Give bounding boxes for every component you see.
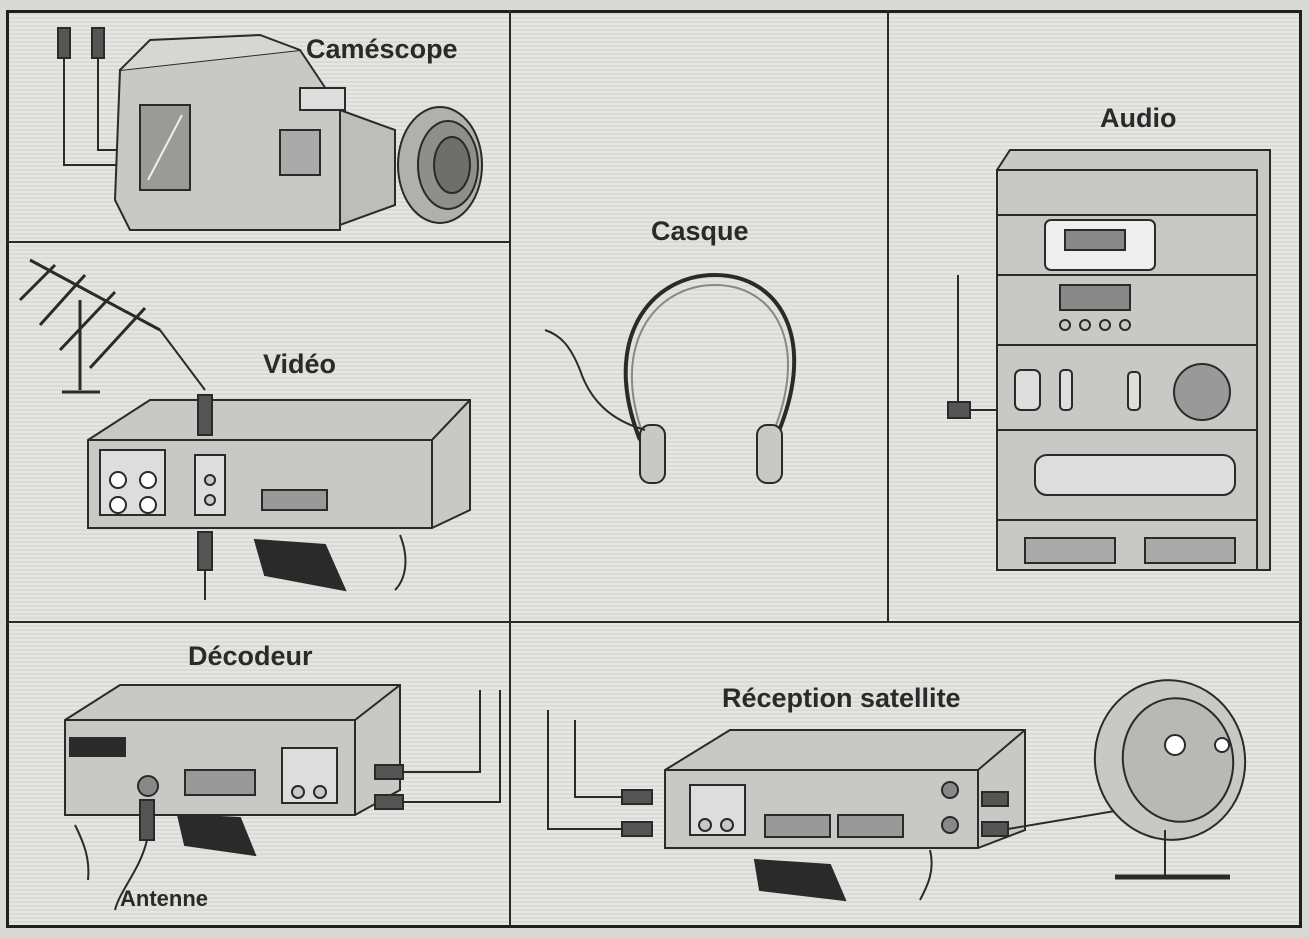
decodeur-label: Décodeur (188, 641, 313, 671)
satellite-dish-icon (1093, 679, 1247, 880)
satellite-receiver-icon (547, 710, 1211, 902)
reception-satellite-label: Réception satellite (722, 683, 961, 713)
headphones-icon (544, 272, 797, 484)
camescope-label: Caméscope (306, 34, 458, 64)
camcorder-icon (57, 27, 483, 231)
antenne-label: Antenne (120, 886, 208, 911)
grid-lines (6, 10, 1302, 928)
audio-label: Audio (1100, 103, 1177, 133)
casque-label: Casque (651, 216, 749, 246)
stereo-system-icon (947, 149, 1271, 571)
vcr-icon (87, 394, 471, 600)
video-label: Vidéo (263, 349, 337, 379)
antenna-icon (18, 258, 206, 394)
decoder-box-icon (64, 684, 501, 911)
